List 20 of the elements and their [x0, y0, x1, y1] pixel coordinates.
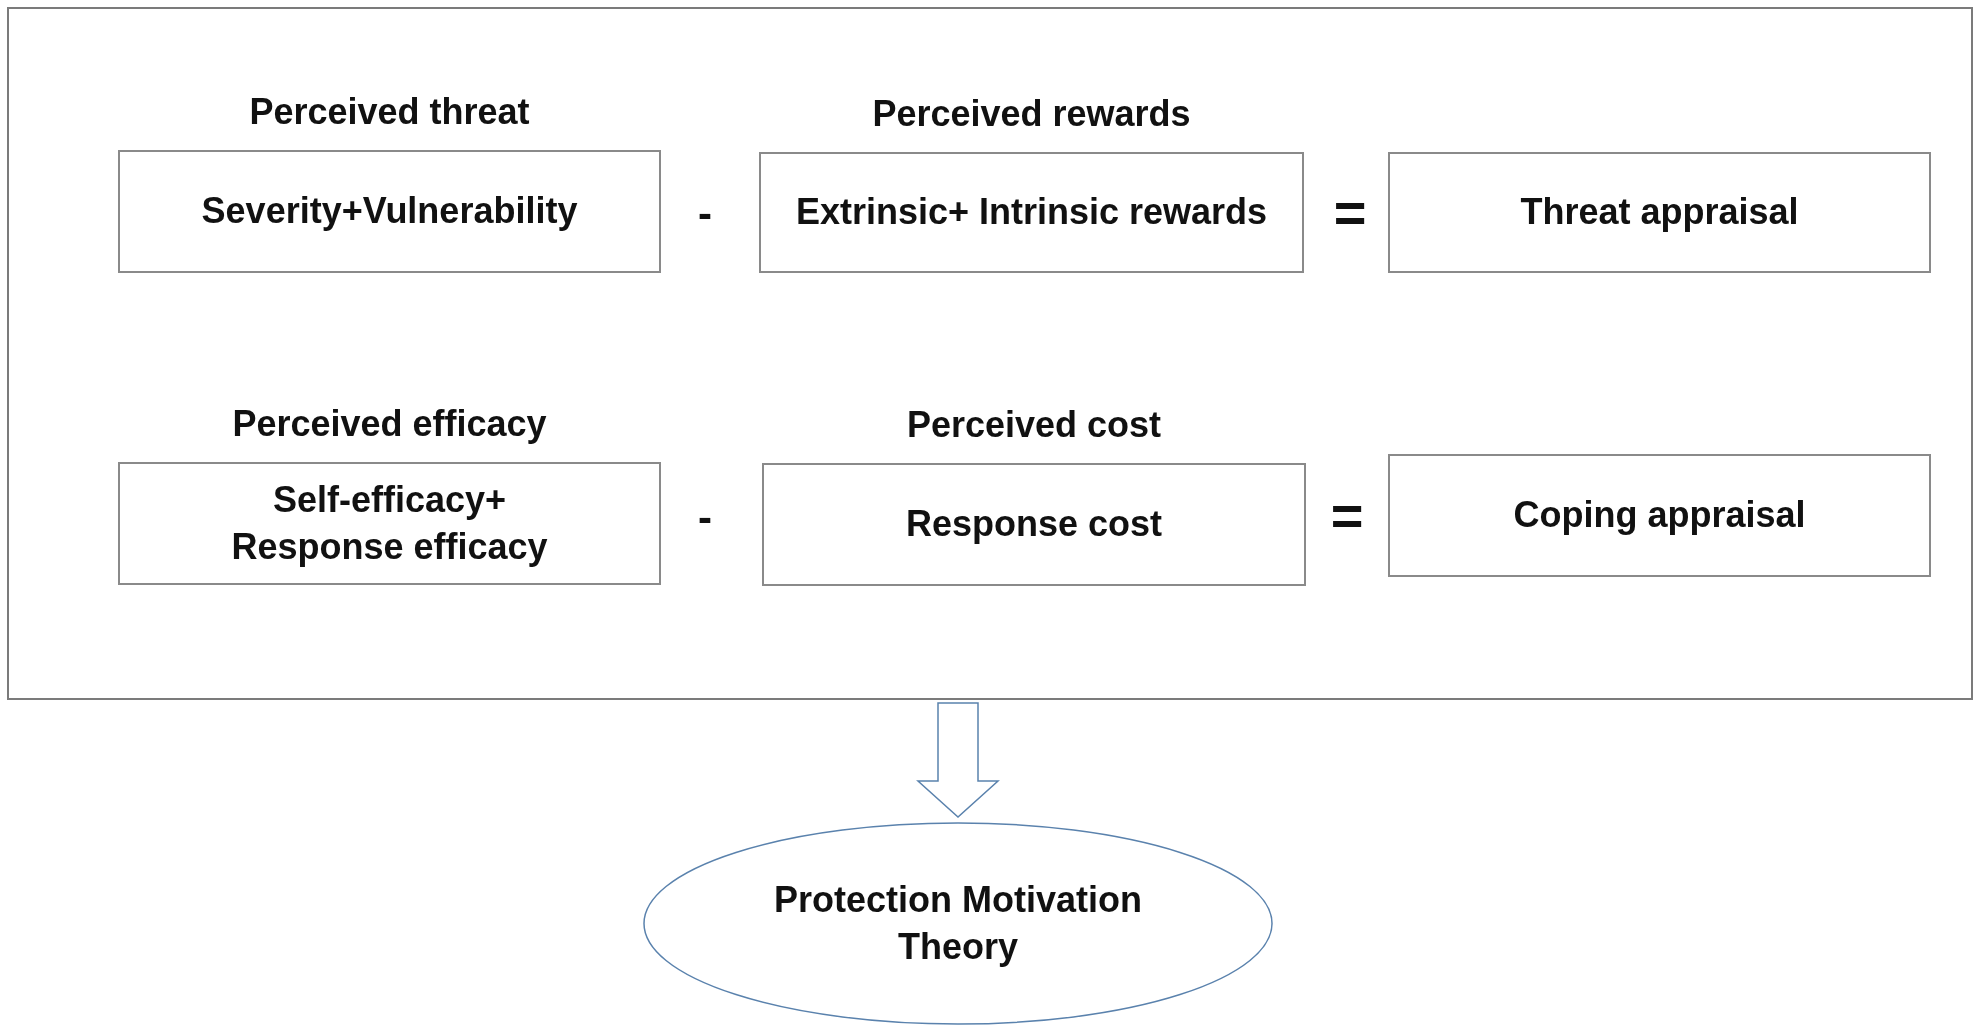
equals-sign: =	[1333, 185, 1367, 241]
process-box	[1388, 454, 1931, 577]
node-heading: Perceived rewards	[872, 92, 1191, 136]
equals-sign: =	[1330, 488, 1364, 544]
node-label: Extrinsic+ Intrinsic rewards	[795, 190, 1268, 235]
minus-sign: -	[698, 193, 712, 235]
node-label: Threat appraisal	[1520, 190, 1799, 235]
node-label: Severity+Vulnerability	[201, 189, 578, 234]
ellipse-node	[643, 822, 1273, 1025]
node-heading: Perceived efficacy	[232, 402, 547, 446]
process-box	[1388, 152, 1931, 273]
group-frame	[7, 7, 1973, 700]
block-arrow	[916, 702, 1000, 818]
node-heading: Perceived cost	[906, 403, 1162, 447]
node-label: Self-efficacy+ Response efficacy	[230, 477, 549, 569]
minus-sign: -	[698, 497, 712, 539]
node-label: Coping appraisal	[1513, 493, 1806, 538]
node-label: Protection Motivation Theory	[773, 877, 1143, 969]
node-label: Response cost	[905, 502, 1163, 547]
node-heading: Perceived threat	[249, 90, 530, 134]
